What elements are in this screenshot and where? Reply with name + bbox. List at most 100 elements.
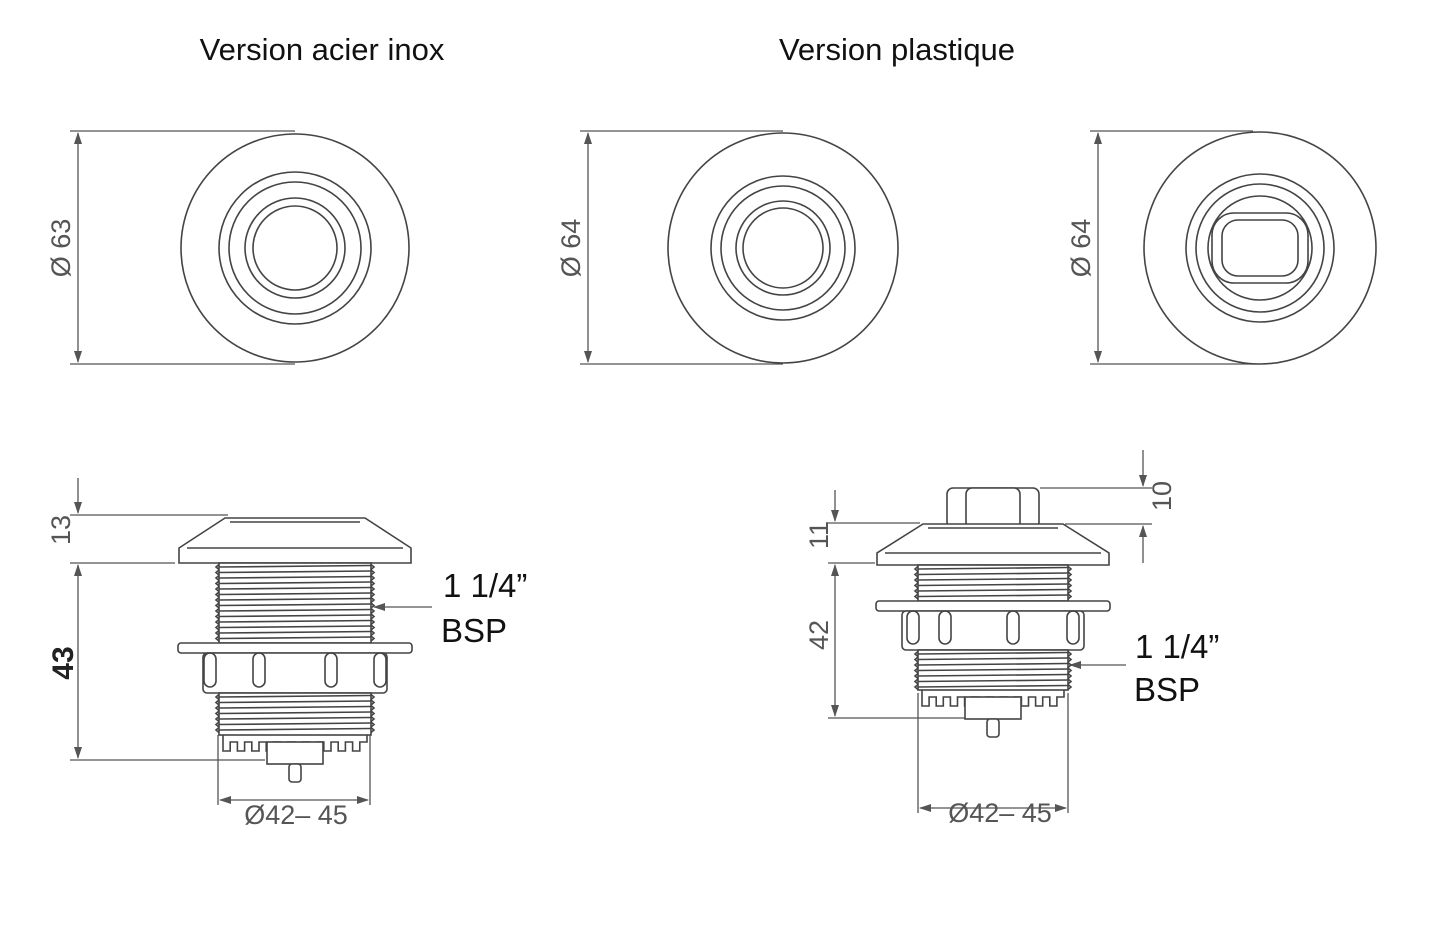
thread-tooth <box>913 661 919 669</box>
connector-pin <box>986 718 1000 738</box>
title-inox: Version acier inox <box>200 32 445 67</box>
thread-line <box>218 597 372 601</box>
diameter-label: Ø 64 <box>1066 219 1096 278</box>
thread-line <box>218 711 372 715</box>
front-view-plastique-a: Ø 64 <box>556 130 899 365</box>
thread-tooth <box>913 565 919 573</box>
front-view-plastique-b: Ø 64 <box>1066 130 1377 365</box>
thread-line <box>917 668 1069 672</box>
connector-pin <box>288 763 302 783</box>
thread-tooth <box>913 587 919 595</box>
thread-tooth <box>913 678 919 685</box>
thread-tooth <box>214 596 220 604</box>
nut-rib <box>1066 610 1080 645</box>
cover-flange <box>876 523 1110 566</box>
thread-tooth <box>370 699 376 706</box>
hole-diameter-label: Ø42– 45 <box>948 798 1052 828</box>
thread-tooth <box>214 699 220 706</box>
thread-line <box>218 592 372 596</box>
thread-tooth <box>214 613 220 620</box>
thread-line <box>218 625 372 629</box>
thread-size-label: 1 1/4” <box>1135 628 1219 665</box>
thread-tooth <box>214 602 220 609</box>
thread-type-label: BSP <box>1134 671 1200 708</box>
thread-tooth <box>370 569 376 576</box>
thread-tooth <box>214 591 220 598</box>
thread-tooth <box>1067 656 1073 663</box>
thread-line <box>218 614 372 618</box>
diameter-label: Ø 64 <box>556 219 586 278</box>
thread-tooth <box>913 656 919 663</box>
thread-tooth <box>370 585 376 593</box>
thread-line <box>218 564 372 568</box>
thread-line <box>917 572 1069 576</box>
thread-tooth <box>214 715 220 723</box>
thread-tooth <box>214 585 220 593</box>
thread-type-label: BSP <box>441 612 507 649</box>
thread-tooth <box>214 618 220 626</box>
lock-nut-flange <box>875 600 1111 612</box>
thread-line <box>218 700 372 704</box>
thread-line <box>917 662 1069 666</box>
thread-line <box>218 705 372 709</box>
thread-line <box>218 570 372 574</box>
cap-height-label: 13 <box>46 515 76 545</box>
thread-tooth <box>370 710 376 717</box>
thread-tooth <box>1067 678 1073 685</box>
thread-tooth <box>370 602 376 609</box>
body-height-label: 42 <box>804 620 834 650</box>
cover-flange <box>178 517 412 564</box>
thread-tooth <box>1067 672 1073 680</box>
thread-tooth <box>370 715 376 723</box>
thread-tooth <box>214 580 220 587</box>
thread-line <box>218 636 372 640</box>
lock-nut-flange <box>177 642 413 654</box>
side-view-inox: 13 43 Ø42– 45 1 1/4” BSP <box>46 478 527 830</box>
title-plastique: Version plastique <box>779 32 1015 67</box>
thread-tooth <box>913 576 919 584</box>
thread-line <box>218 716 372 720</box>
diameter-label: Ø 63 <box>46 219 76 278</box>
thread-line <box>218 630 372 634</box>
thread-line <box>917 657 1069 661</box>
bottom-hub <box>964 696 1022 720</box>
body-height-label: 43 <box>47 646 80 679</box>
nut-rib <box>324 652 338 688</box>
thread-tooth <box>214 635 220 642</box>
lock-nut-body <box>202 652 388 694</box>
nut-rib <box>906 610 920 645</box>
thread-tooth <box>913 667 919 674</box>
thread-tooth <box>214 569 220 576</box>
thread-tooth <box>1067 593 1073 600</box>
thread-tooth <box>214 574 220 582</box>
thread-tooth <box>370 721 376 728</box>
thread-line <box>917 679 1069 683</box>
top-height-label: 10 <box>1147 481 1177 511</box>
thread-tooth <box>370 726 376 734</box>
thread-tooth <box>370 635 376 642</box>
lock-nut-body <box>901 610 1085 651</box>
side-view-plastique: 11 42 10 Ø42– 45 1 1/4” BSP <box>804 450 1219 828</box>
thread-tooth <box>214 704 220 712</box>
thread-tooth <box>1067 661 1073 669</box>
top-cap-center <box>965 487 1021 529</box>
thread-tooth <box>370 618 376 626</box>
thread-tooth <box>370 580 376 587</box>
thread-tooth <box>913 571 919 578</box>
thread-tooth <box>214 726 220 734</box>
thread-tooth <box>1067 576 1073 584</box>
thread-tooth <box>214 693 220 701</box>
thread-tooth <box>913 672 919 680</box>
thread-line <box>218 603 372 607</box>
thread-tooth <box>214 629 220 637</box>
thread-line <box>218 694 372 698</box>
thread-line <box>917 566 1069 570</box>
thread-tooth <box>214 607 220 615</box>
cap-height-label: 11 <box>804 521 834 549</box>
thread-tooth <box>370 596 376 604</box>
thread-tooth <box>1067 565 1073 573</box>
nut-rib <box>373 652 387 688</box>
thread-tooth <box>214 721 220 728</box>
nut-rib <box>1006 610 1020 645</box>
